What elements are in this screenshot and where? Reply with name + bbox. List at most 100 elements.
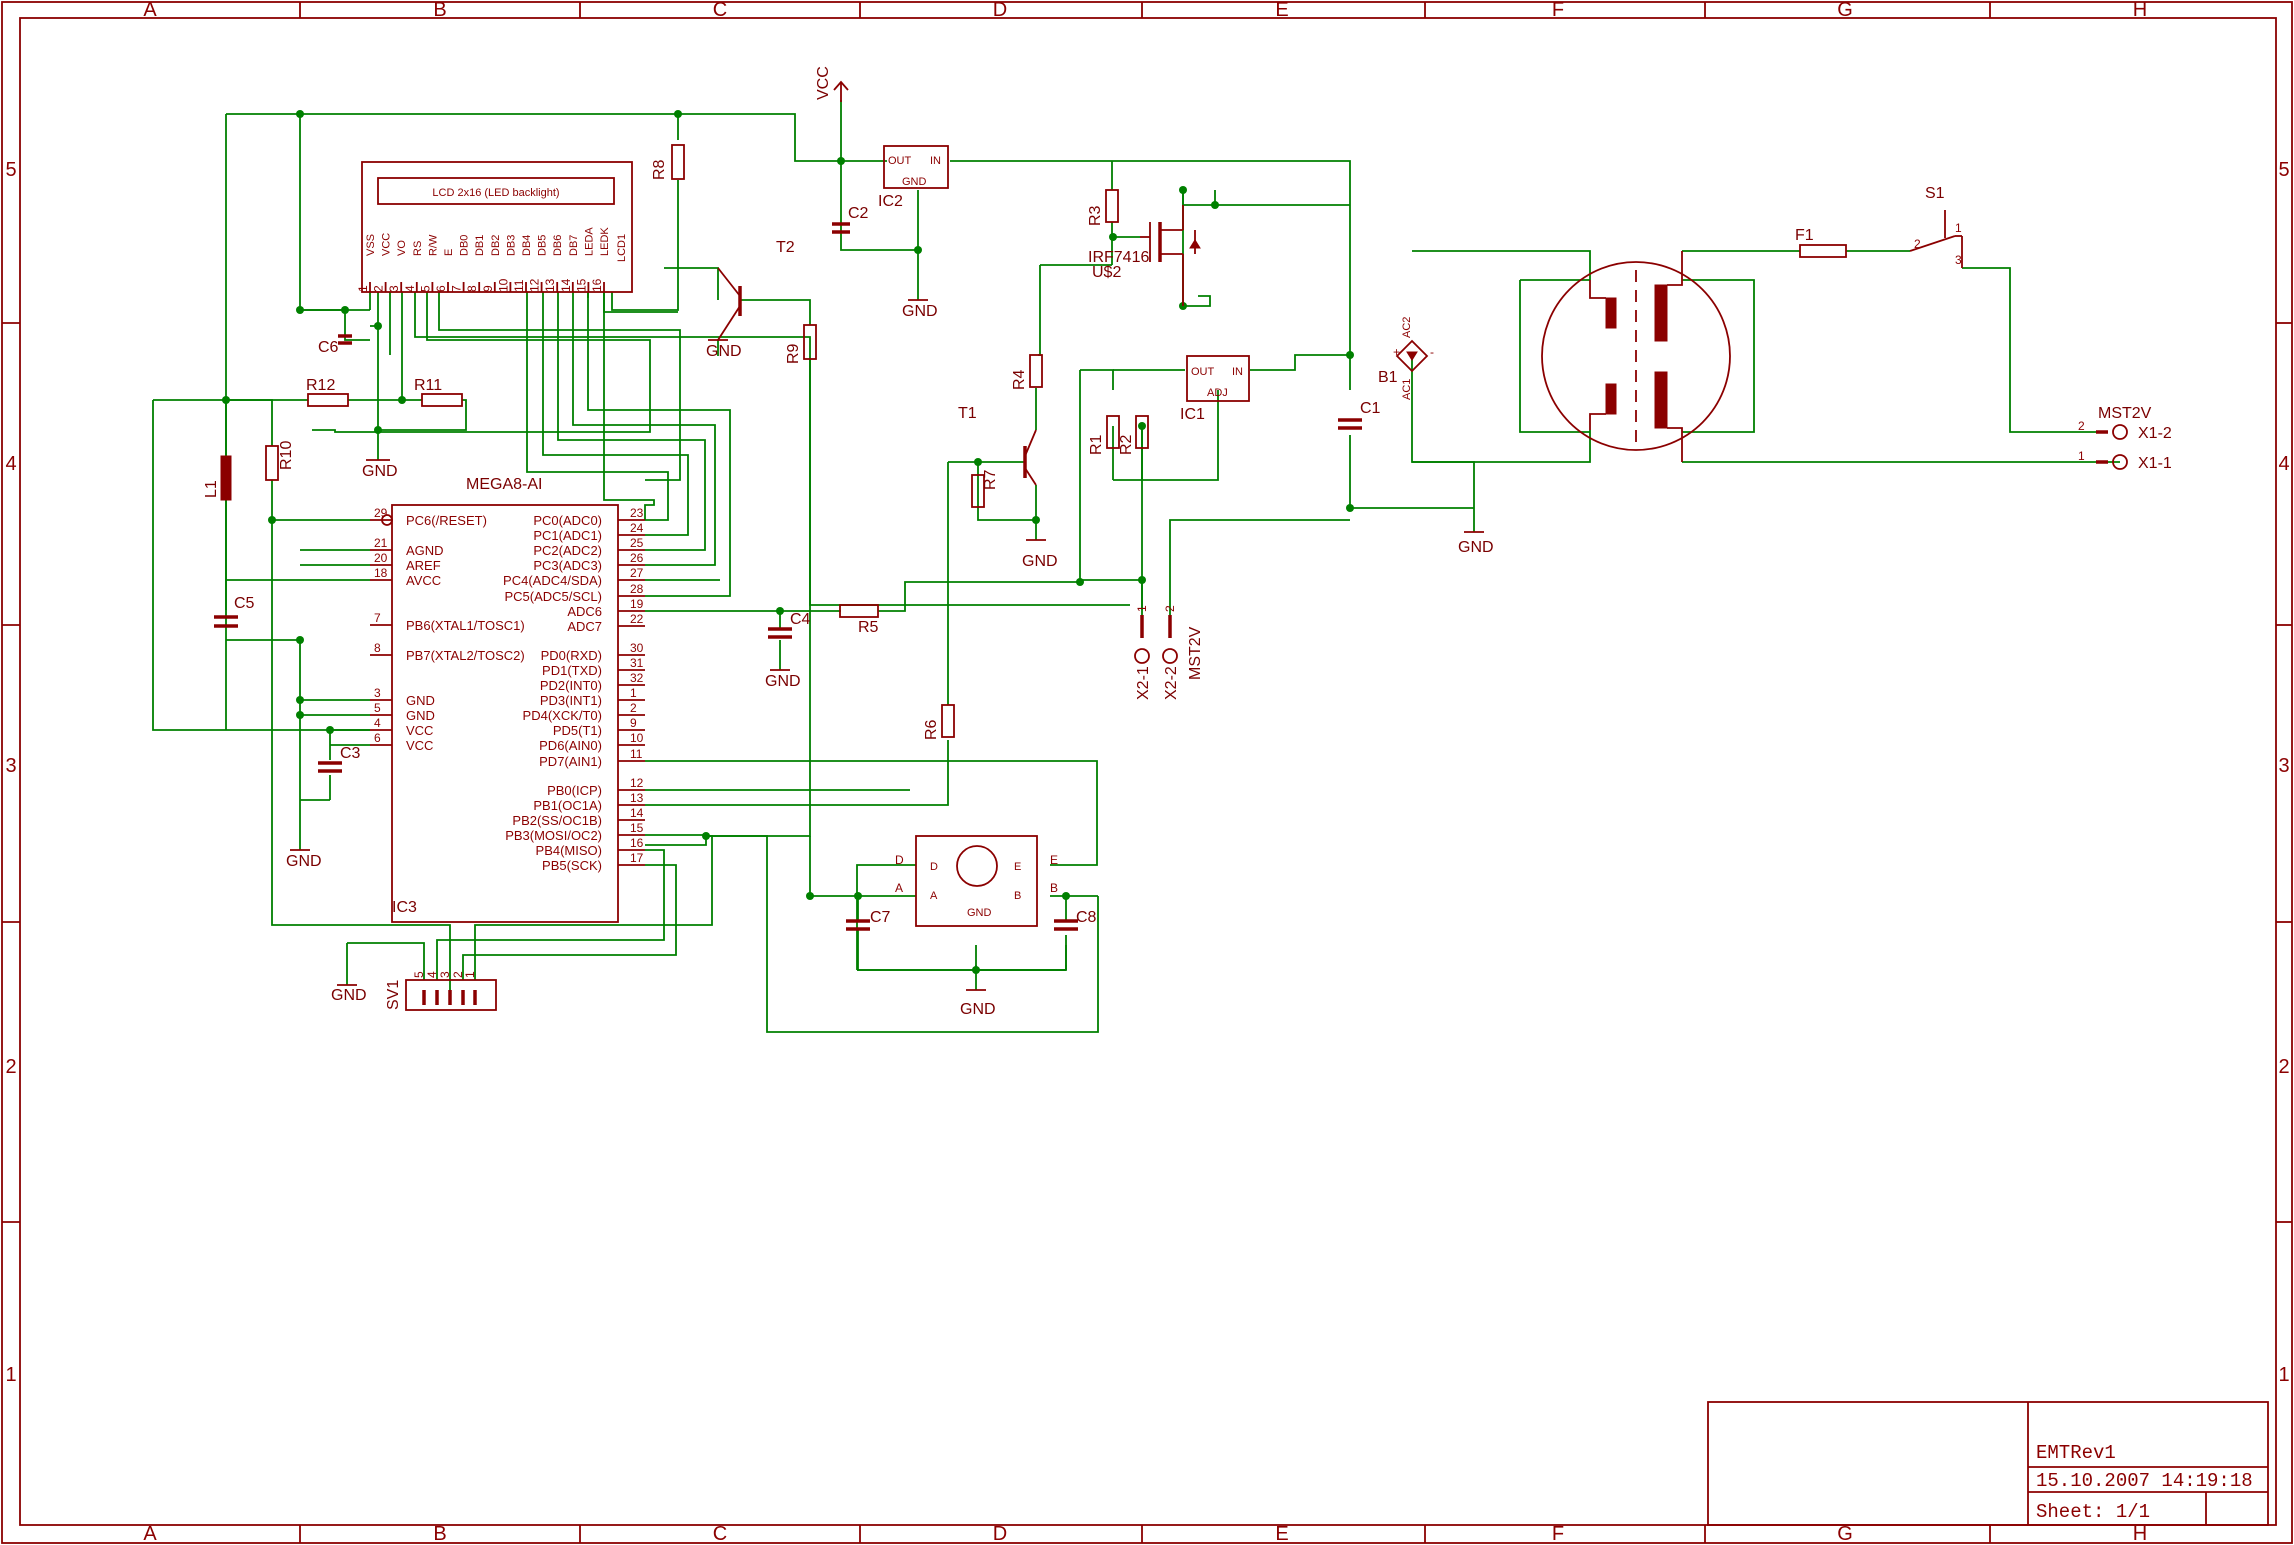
grid-col-a-bottom: A <box>143 1523 157 1545</box>
s1-pin2: 2 <box>1914 237 1921 251</box>
b1-minus: - <box>1430 345 1434 359</box>
mcu-pin-number: 13 <box>630 791 644 805</box>
resistor-r11 <box>421 393 463 407</box>
mcu-pin-number: 6 <box>374 731 381 745</box>
mcu-pin-name: GND <box>406 708 435 723</box>
x1-pin2: 2 <box>2078 419 2085 433</box>
mcu-pin-number: 31 <box>630 656 644 670</box>
mcu-pin-number: 29 <box>374 506 388 520</box>
transistor-t2: T2 <box>717 239 795 341</box>
x1-1-label: X1-1 <box>2138 455 2172 472</box>
mcu-pin-number: 14 <box>630 806 644 820</box>
ic2-out-label: OUT <box>888 155 912 167</box>
mosfet-value: IRF7416 <box>1088 249 1149 266</box>
b1-label: B1 <box>1378 369 1398 386</box>
r10-label: R10 <box>278 441 295 470</box>
rotary-encoder: D A E B GND D A E B <box>895 835 1058 927</box>
title-block-date: 15.10.2007 14:19:18 <box>2036 1470 2253 1492</box>
x2-value: MST2V <box>1187 626 1204 680</box>
enc-d-inner: D <box>930 861 938 873</box>
lcd-pin-name: VSS <box>365 234 377 256</box>
ic2-gnd-label: GND <box>902 176 927 188</box>
bridge-rectifier-b1: B1 + - AC2 AC1 <box>1378 317 1434 400</box>
grid-row-4-right: 4 <box>2278 453 2289 475</box>
transformer <box>1541 251 1731 462</box>
s1-pin1: 1 <box>1955 221 1962 235</box>
lcd-pin-name: DB0 <box>459 235 471 256</box>
grid-col-b: B <box>433 0 446 21</box>
b1-plus: + <box>1393 345 1400 359</box>
lcd-pin-name: DB2 <box>490 235 502 256</box>
mcu-pin-name: GND <box>406 693 435 708</box>
lcd-pin-number: 13 <box>543 278 557 292</box>
sv1-pin-number: 2 <box>451 971 465 978</box>
inductor-l1: L1 <box>203 455 232 501</box>
mcu-pin-name: AGND <box>406 543 444 558</box>
mcu-pin-name: PD3(INT1) <box>540 693 602 708</box>
mcu-pin-number: 1 <box>630 686 637 700</box>
r3-label: R3 <box>1087 205 1104 226</box>
vcc-symbol: VCC <box>815 66 849 102</box>
mcu-pin-number: 15 <box>630 821 644 835</box>
mcu-pin-number: 7 <box>374 611 381 625</box>
mcu-pin-number: 24 <box>630 521 644 535</box>
ic2-in-label: IN <box>930 155 941 167</box>
lcd-pin-number: 3 <box>387 285 401 292</box>
x2-pin2: 2 <box>1163 605 1177 612</box>
f1-label: F1 <box>1795 227 1814 244</box>
connector-x1: X1-2 X1-1 MST2V 2 1 <box>2078 405 2172 472</box>
lcd-pin-number: 14 <box>559 278 573 292</box>
title-block-name: EMTRev1 <box>2036 1442 2116 1464</box>
mcu-pin-name: PB5(SCK) <box>542 858 602 873</box>
gnd-c4: GND <box>765 669 801 690</box>
grid-row-labels-left: 5 4 3 2 1 <box>5 159 16 1386</box>
mcu-value: MEGA8-AI <box>466 476 542 493</box>
r5-label: R5 <box>858 619 879 636</box>
r2-label: R2 <box>1118 434 1135 455</box>
mcu-pin-name: AREF <box>406 558 441 573</box>
lcd-pin-number: 2 <box>372 285 386 292</box>
ic1-adj-label: ADJ <box>1207 387 1228 399</box>
mcu-pin-number: 32 <box>630 671 644 685</box>
lcd-pin-number: 6 <box>434 285 448 292</box>
lcd-pin-name: E <box>443 249 455 256</box>
mcu-pin-name: PD7(AIN1) <box>539 754 602 769</box>
lcd-pin-number: 1 <box>356 285 370 292</box>
grid-col-c-bottom: C <box>713 1523 727 1545</box>
mcu-pin-name: PC6(/RESET) <box>406 513 487 528</box>
grid-row-5-right: 5 <box>2278 159 2289 181</box>
mcu-pin-name: PD6(AIN0) <box>539 738 602 753</box>
mcu-pin-number: 17 <box>630 851 644 865</box>
lcd-pin-name: LEDK <box>599 227 611 256</box>
mcu-pin-name: PD4(XCK/T0) <box>523 708 602 723</box>
c5-label: C5 <box>234 595 255 612</box>
mcu-pin-number: 11 <box>630 747 643 761</box>
svg-text:GND: GND <box>1458 539 1494 556</box>
mcu-pin-name: PB4(MISO) <box>536 843 602 858</box>
resistor-r5 <box>839 604 879 618</box>
mcu-pin-name: PD5(T1) <box>553 723 602 738</box>
grid-row-3-right: 3 <box>2278 755 2289 777</box>
enc-pin-e: E <box>1050 853 1058 867</box>
regulator-ic2: OUT IN GND IC2 <box>878 145 949 210</box>
svg-text:GND: GND <box>706 343 742 360</box>
gnd-encoder: GND <box>960 989 996 1018</box>
grid-col-e: E <box>1275 0 1288 21</box>
lcd-pin-number: 15 <box>574 278 588 292</box>
lcd-pin-name: DB4 <box>521 235 533 256</box>
resistor-r10 <box>265 445 279 481</box>
grid-col-h-bottom: H <box>2133 1523 2147 1545</box>
t1-label: T1 <box>958 405 977 422</box>
grid-row-labels-right: 5 4 3 2 1 <box>2278 159 2289 1386</box>
mcu-pin-name: PC5(ADC5/SCL) <box>504 589 602 604</box>
grid-col-b-bottom: B <box>433 1523 446 1545</box>
sv1-pin-number: 1 <box>463 971 477 978</box>
resistor-r12 <box>307 393 349 407</box>
grid-row-3: 3 <box>5 755 16 777</box>
enc-gnd-inner: GND <box>967 907 992 919</box>
gnd-t1: GND <box>1022 539 1058 570</box>
grid-col-h: H <box>2133 0 2147 21</box>
mcu-pin-name: VCC <box>406 723 433 738</box>
